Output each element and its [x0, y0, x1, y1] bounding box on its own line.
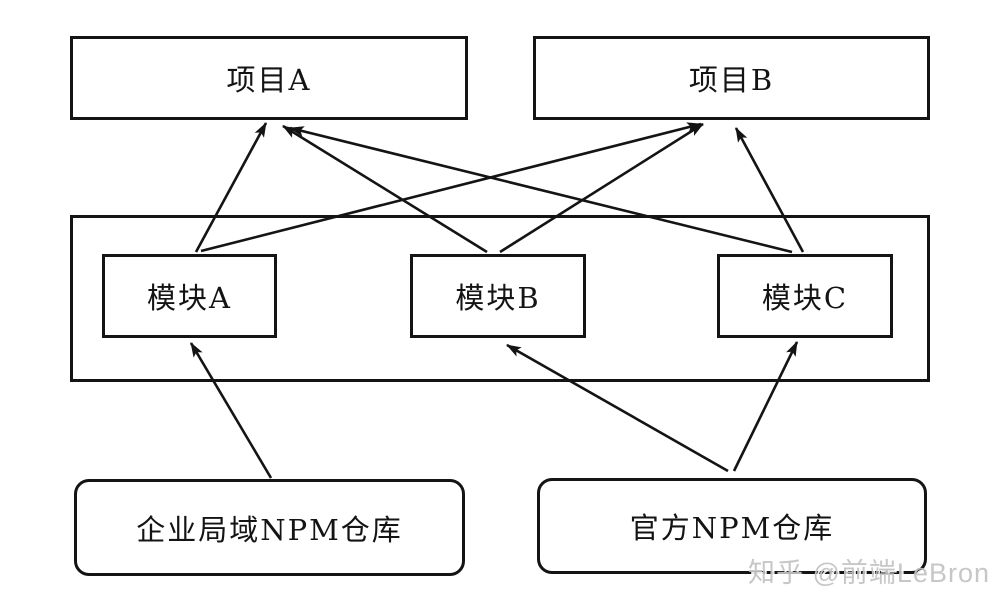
node-repo-enterprise: 企业局域NPM仓库 — [74, 479, 465, 576]
node-module-c-label: 模块C — [761, 281, 849, 315]
node-repo-enterprise-label: 企业局域NPM仓库 — [136, 512, 403, 547]
node-module-b-label: 模块B — [455, 281, 541, 315]
node-module-a: 模块A — [102, 254, 277, 338]
node-module-a-label: 模块A — [147, 281, 232, 315]
node-project-b: 项目B — [533, 36, 930, 120]
node-repo-official-label: 官方NPM仓库 — [629, 511, 835, 545]
node-project-a-label: 项目A — [226, 63, 312, 97]
watermark: 知乎 @前端LeBron — [748, 558, 990, 588]
node-repo-official: 官方NPM仓库 — [537, 478, 927, 574]
node-project-a: 项目A — [70, 36, 468, 120]
node-project-b-label: 项目B — [688, 63, 775, 97]
node-module-b: 模块B — [410, 254, 586, 338]
node-module-c: 模块C — [717, 254, 893, 338]
